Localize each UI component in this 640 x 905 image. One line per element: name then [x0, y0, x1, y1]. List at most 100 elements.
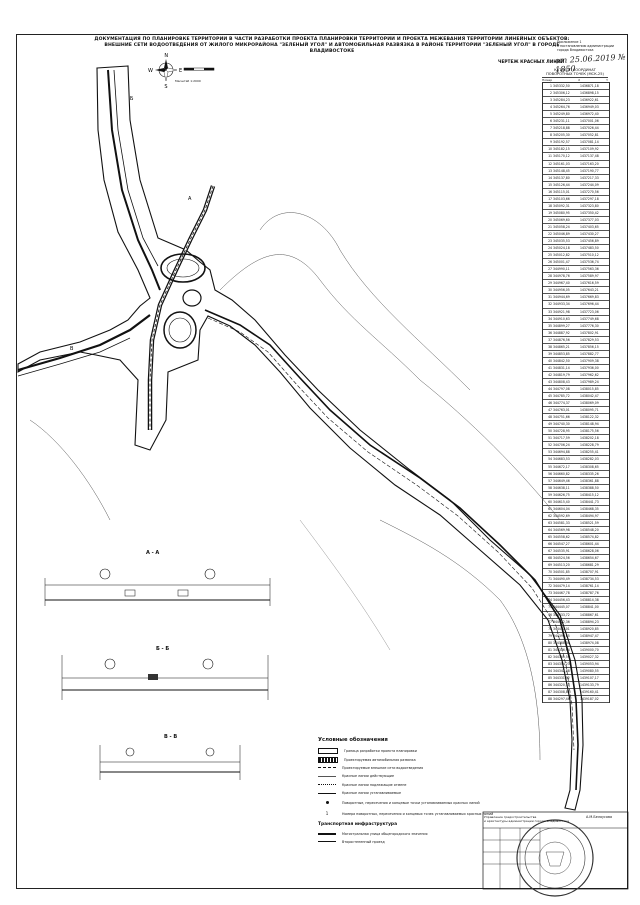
coord-y: 1439053,94	[580, 661, 599, 666]
coord-y: 1438255,41	[580, 450, 599, 455]
document-title: ДОКУМЕНТАЦИЯ ПО ПЛАНИРОВКЕ ТЕРРИТОРИИ В …	[94, 37, 570, 54]
coord-num: 26	[548, 260, 552, 265]
legend-label: Проектируемые внешние сети водоотведения	[342, 765, 424, 770]
coord-y: 1437244,09	[580, 182, 599, 187]
coord-x: 344740,30	[553, 422, 570, 427]
coord-num: 23	[548, 239, 552, 244]
coord-x: 344683,53	[553, 457, 570, 462]
coord-y: 1438707,91	[580, 570, 599, 575]
coord-num: 27	[548, 267, 552, 272]
coord-x: 344490,49	[553, 577, 570, 582]
legend-item: 1 Номера поворотных, пересечения и конце…	[318, 808, 508, 819]
interchange-loop	[163, 311, 197, 349]
coord-x: 345103,66	[553, 196, 570, 201]
coord-num: 45	[548, 394, 552, 399]
coord-x: 345046,89	[553, 231, 570, 236]
coord-x: 345231,11	[553, 119, 570, 124]
coord-y: 1438122,32	[580, 415, 599, 420]
legend-label: Второстепенный проезд	[342, 839, 385, 844]
section-label-aa: А - А	[146, 550, 160, 556]
coord-num: 80	[548, 640, 552, 645]
coord-num: 39	[548, 351, 552, 356]
coord-x: 344297,46	[553, 697, 570, 702]
coord-y: 1438548,20	[580, 527, 599, 532]
coord-x: 345024,18	[553, 246, 570, 251]
red-line-existing-symbol	[318, 775, 336, 777]
coord-y: 1437081,14	[580, 140, 599, 145]
coord-num: 46	[548, 401, 552, 406]
coord-y: 1438628,06	[580, 549, 599, 554]
coord-y: 1438814,38	[580, 598, 599, 603]
scale-label: Масштаб 1:2000	[175, 79, 201, 83]
coord-x: 344592,69	[553, 513, 570, 518]
coord-y: 1438841,00	[580, 605, 599, 610]
coord-x: 345192,57	[553, 140, 570, 145]
col-num-header: Номер	[542, 77, 553, 82]
legend-item: Второстепенный проезд	[318, 838, 508, 846]
coord-num: 18	[548, 203, 552, 208]
coord-x: 344422,36	[553, 619, 570, 624]
compass-n: N	[164, 53, 168, 59]
coord-y: 1437403,65	[580, 224, 599, 229]
coord-num: 15	[548, 182, 552, 187]
coord-x: 344717,59	[553, 436, 570, 441]
coord-num: 61	[548, 506, 552, 511]
coord-num: 66	[548, 542, 552, 547]
legend-item: Граница разработки проекта планировки	[318, 747, 508, 755]
coord-y: 1438494,97	[580, 513, 599, 518]
coord-y: 1437669,83	[580, 295, 599, 300]
coord-num: 38	[548, 344, 552, 349]
coord-x: 344308,81	[553, 690, 570, 695]
coord-num: 67	[548, 549, 552, 554]
coord-x: 344524,56	[553, 556, 570, 561]
coord-x: 344876,56	[553, 337, 570, 342]
coord-x: 344887,92	[553, 330, 570, 335]
point-number-symbol: 1	[325, 810, 329, 816]
section-label-vv: В - В	[164, 734, 178, 740]
coord-num: 14	[548, 175, 552, 180]
coord-y: 1437109,92	[580, 147, 599, 152]
section-mark-a: А	[188, 196, 192, 202]
legend-item: Проектируемая автомобильная развязка	[318, 755, 508, 763]
coord-y: 1437377,03	[580, 217, 599, 222]
coord-y: 1438601,44	[580, 542, 599, 547]
coord-y: 1437723,06	[580, 309, 599, 314]
coord-x: 344331,52	[553, 675, 570, 680]
coord-x: 345012,82	[553, 253, 570, 258]
coord-y: 1437589,97	[580, 274, 599, 279]
west-road	[17, 314, 151, 372]
coord-x: 345205,30	[553, 133, 570, 138]
coord-y: 1436922,61	[580, 98, 599, 103]
coord-x: 345126,44	[553, 182, 570, 187]
coord-num: 51	[548, 436, 552, 441]
coord-y: 1438308,65	[580, 464, 599, 469]
legend-label: Красные линии действующие	[342, 774, 394, 779]
coord-x: 344842,50	[553, 358, 570, 363]
coord-x: 345218,88	[553, 126, 570, 131]
coord-x: 344433,72	[553, 612, 570, 617]
coord-y: 1438894,23	[580, 619, 599, 624]
coord-x: 344774,37	[553, 401, 570, 406]
